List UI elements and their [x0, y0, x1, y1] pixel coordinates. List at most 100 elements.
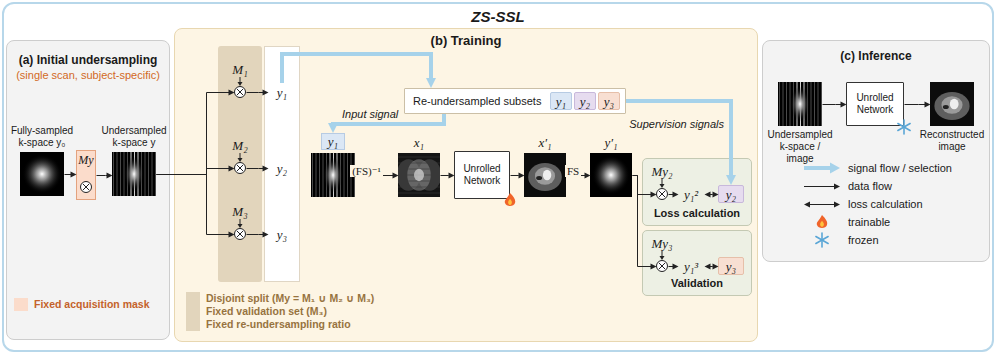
legend-text: Fixed acquisition mask: [34, 298, 150, 311]
picture-ground: [930, 82, 974, 126]
mri-picture: [112, 152, 156, 196]
image-label: Undersampled k-space / image: [765, 129, 835, 165]
legend-item: loss calculation: [848, 197, 923, 211]
masked-output: y₁²: [678, 185, 704, 203]
multiply-symbol: [657, 261, 667, 271]
multiply-symbol: [235, 229, 245, 239]
image-label: Fully-sampled k-space y₀: [9, 125, 75, 149]
mask-arrow: [645, 251, 679, 260]
connector-line: [905, 104, 927, 105]
legend-item: Disjoint split (My = M₁ ∪ M₂ ∪ M₃): [186, 292, 374, 305]
connector-line: [247, 92, 265, 93]
kspace-image: Fully-sampled k-space y₀: [9, 125, 75, 196]
kspace-energy: [323, 157, 342, 192]
sample-head: [834, 202, 840, 208]
snow-arm: [898, 124, 910, 131]
mask-label: M₁: [225, 62, 255, 77]
sampled-line: [779, 82, 780, 126]
picture-ground: [524, 153, 566, 197]
input-kspace: y₁: [311, 133, 355, 197]
panel-heading: (c) Inference: [763, 49, 989, 64]
mri-picture: [778, 82, 822, 126]
legend-swatch: [186, 318, 200, 331]
picture-ground: [311, 153, 355, 197]
legend-item: data flow: [848, 179, 892, 193]
panel-heading: ZS-SSL: [4, 8, 992, 26]
image-label: y₁: [321, 133, 345, 150]
sampled-line: [145, 152, 146, 196]
multiply-symbol: [235, 163, 245, 173]
legend-text: loss calculation: [848, 197, 923, 211]
heart: [543, 170, 551, 181]
multiply-circle: [234, 228, 246, 240]
loss-sample: [804, 202, 840, 208]
chip-text: y₁²: [684, 187, 698, 202]
edge-label: (FS)⁻¹: [350, 165, 383, 177]
picture-ground: [20, 152, 64, 196]
aliasing-stripe: [398, 187, 440, 188]
target-chip: y₃: [718, 257, 744, 275]
mask-arrow: [225, 153, 255, 162]
picture-frame: [112, 152, 156, 196]
chip-text: y₂: [726, 187, 736, 202]
picture-frame: [311, 153, 355, 197]
legend-swatch: [186, 305, 200, 318]
image-label: x′₁: [530, 135, 560, 150]
legend-text: Disjoint split (My = M₁ ∪ M₂ ∪ M₃): [206, 292, 374, 305]
sampled-line: [783, 82, 784, 126]
data-flow-sample: [804, 184, 840, 190]
mask-arrow: [225, 77, 255, 86]
sampled-line: [312, 153, 313, 197]
signal-flow-sample: [804, 163, 840, 174]
cross-line: [237, 231, 243, 237]
body-outline: [934, 92, 969, 120]
legend-text: Fixed validation set (M₃): [206, 305, 327, 318]
multiply-circle: [234, 162, 246, 174]
subset-label: y₁: [268, 83, 296, 101]
output-kspace: y′₁: [590, 135, 632, 197]
cross-line: [83, 184, 89, 190]
sampled-line: [155, 152, 156, 196]
mask-label: My₃: [645, 236, 679, 251]
picture-frame: [524, 153, 566, 197]
subsets-box: Re-undersampled subsetsy₁y₂y₃: [404, 88, 626, 114]
output-image: x′₁: [524, 135, 566, 197]
mri-picture: [20, 152, 64, 196]
sampled-line: [316, 153, 317, 197]
edge-label: FS: [565, 165, 581, 177]
multiply-symbol: [81, 182, 91, 192]
cross-line: [659, 191, 665, 197]
fire-sample: [817, 215, 827, 228]
sample-line: [809, 204, 835, 205]
picture-ground: [112, 152, 156, 196]
snow-arm: [816, 237, 828, 244]
legend-text: trainable: [848, 215, 890, 229]
icon-shape: [898, 120, 910, 134]
cross-line: [237, 165, 243, 171]
mri-picture: [524, 153, 566, 197]
panel-heading: Validation: [643, 277, 751, 290]
chip-text: y₂: [277, 161, 287, 176]
subset-chip: y₁: [550, 92, 572, 110]
picture-frame: [778, 82, 822, 126]
sample-line: [804, 166, 831, 170]
chip-text: y₃: [726, 259, 736, 274]
loss-box: Loss calculationMy₂y₁²y₂: [642, 158, 752, 226]
legend-item: frozen: [848, 233, 879, 247]
legend-text: frozen: [848, 233, 879, 247]
flame: [505, 193, 515, 206]
mri-picture: [930, 82, 974, 126]
kspace-energy: [790, 86, 809, 121]
mask-arrow: [225, 219, 255, 228]
mask-label: My: [77, 151, 95, 167]
sampled-line: [319, 153, 320, 197]
frozen-icon: [896, 119, 912, 135]
masked-output: y₁³: [678, 257, 704, 275]
flame-core: [820, 221, 824, 227]
cross-line: [237, 89, 243, 95]
sample-head: [834, 184, 840, 190]
connector-line: [247, 168, 265, 169]
dark-spot: [943, 105, 949, 109]
signal-label: Input signal: [342, 108, 398, 120]
legend-item: trainable: [848, 215, 890, 229]
